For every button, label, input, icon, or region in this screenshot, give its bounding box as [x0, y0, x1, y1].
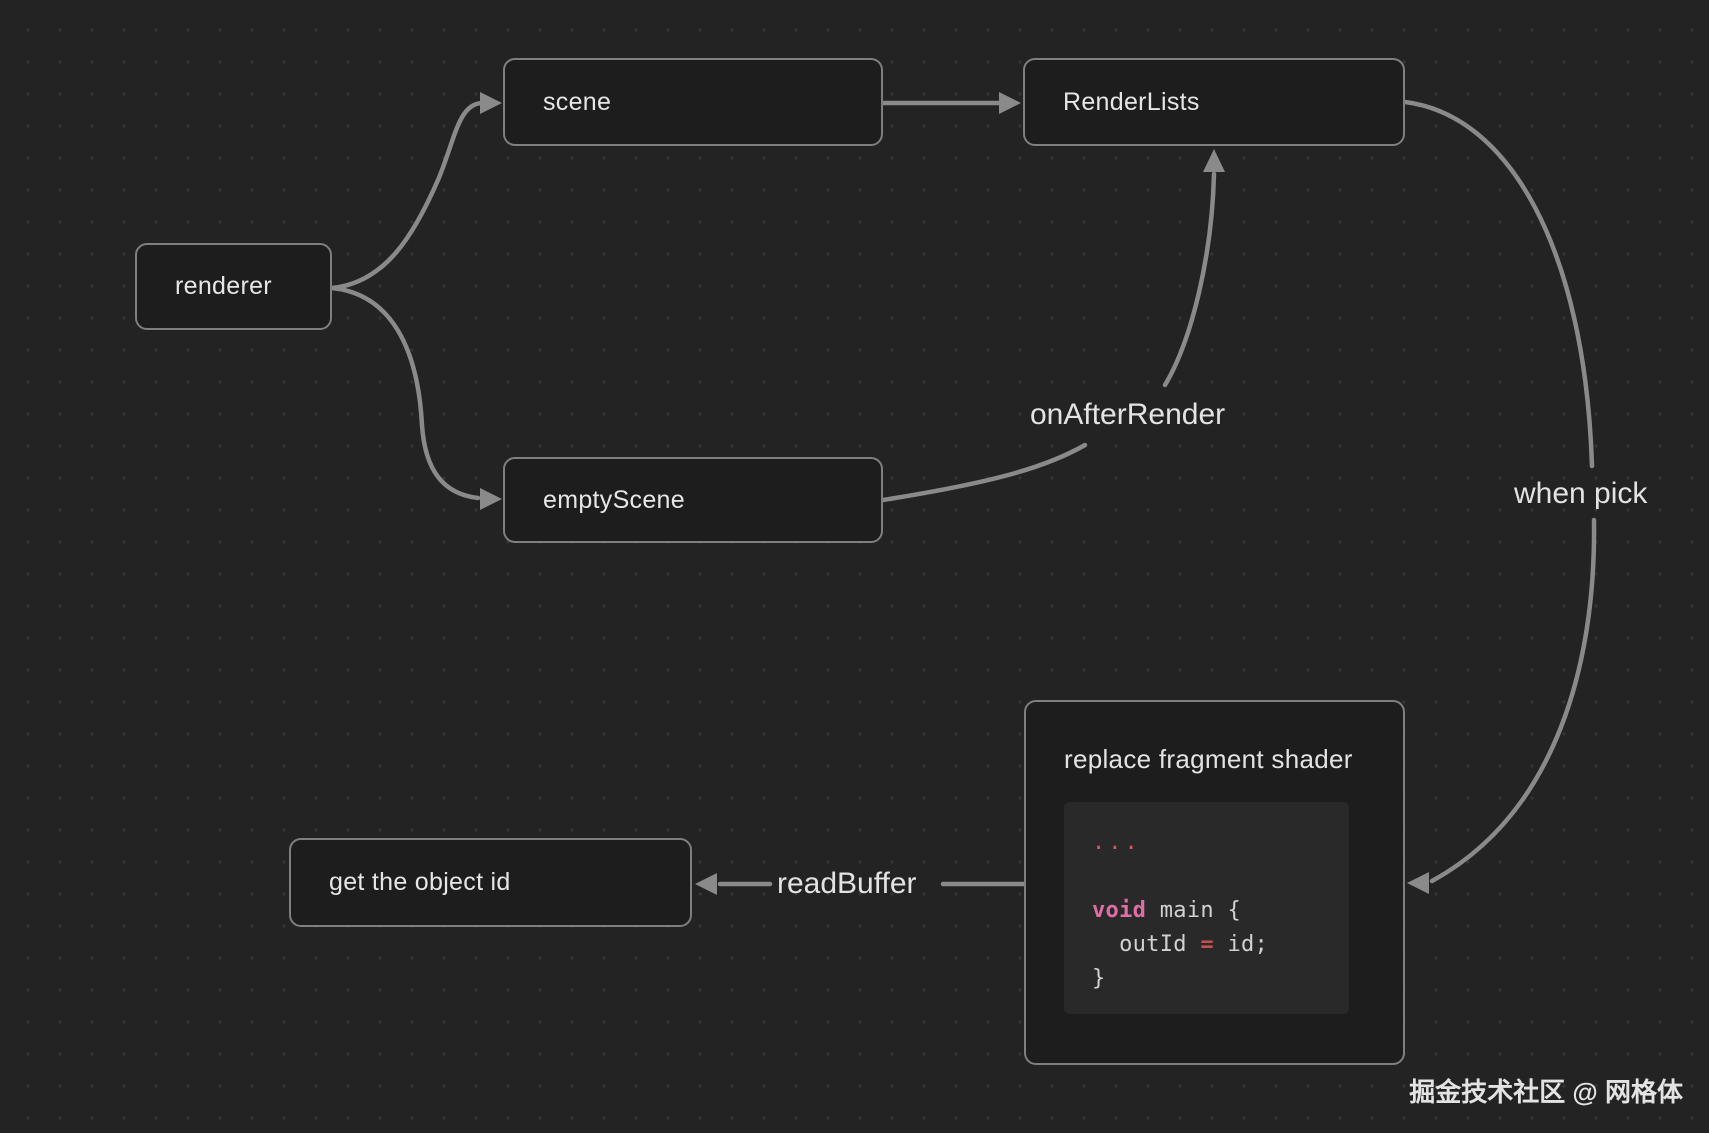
edge-label-when-pick[interactable]: when pick	[1514, 477, 1648, 510]
arrowhead-renderlists-left	[999, 92, 1021, 114]
arrowhead-emptyscene	[480, 488, 502, 510]
arrowhead-renderlists-bottom	[1203, 149, 1225, 172]
code-keyword-void: void	[1092, 898, 1147, 923]
edge-onafterrender-upper	[1162, 171, 1217, 388]
code-line-closebrace: }	[1092, 962, 1349, 996]
code-equals-operator: =	[1200, 932, 1214, 957]
node-emptyscene-label: emptyScene	[543, 485, 685, 514]
code-ellipsis: ...	[1092, 830, 1141, 855]
code-line-main: void main {	[1092, 894, 1349, 928]
code-id-value: id;	[1213, 932, 1269, 957]
edge-renderer-emptyscene	[329, 285, 481, 501]
node-renderer-label: renderer	[175, 272, 272, 300]
edge-label-readbuffer[interactable]: readBuffer	[777, 867, 917, 900]
edge-whenpick-upper	[1402, 99, 1595, 469]
node-emptyscene[interactable]: emptyScene	[503, 457, 883, 543]
edge-label-onafterrender[interactable]: onAfterRender	[1030, 398, 1226, 431]
shader-code-block: ... void main { outId = id; }	[1064, 802, 1349, 1014]
code-line-assignment: outId = id;	[1092, 928, 1349, 962]
shader-title: replace fragment shader	[1064, 744, 1353, 774]
edge-onafterrender-lower	[880, 442, 1088, 503]
node-scene[interactable]: scene	[503, 58, 883, 146]
node-renderlists[interactable]: RenderLists	[1023, 58, 1405, 146]
node-get-object-id[interactable]: get the object id	[289, 838, 692, 927]
arrowhead-getobjectid-right	[695, 873, 717, 895]
code-line-ellipsis: ...	[1092, 826, 1349, 860]
code-main-brace: main {	[1146, 898, 1242, 923]
arrowhead-shader-right	[1407, 872, 1429, 894]
node-scene-label: scene	[543, 87, 612, 116]
code-close-brace: }	[1092, 966, 1106, 991]
arrowhead-scene	[480, 92, 502, 114]
node-replace-fragment-shader[interactable]: replace fragment shader ... void main { …	[1024, 700, 1405, 1065]
code-outid: outId	[1092, 932, 1201, 957]
edge-whenpick-lower	[1429, 517, 1597, 884]
node-renderer[interactable]: renderer	[135, 243, 332, 330]
edge-renderer-scene	[329, 100, 485, 291]
node-get-object-id-label: get the object id	[329, 868, 511, 896]
watermark-text: 掘金技术社区 @ 网格体	[1409, 1077, 1683, 1107]
node-renderlists-label: RenderLists	[1063, 87, 1200, 116]
